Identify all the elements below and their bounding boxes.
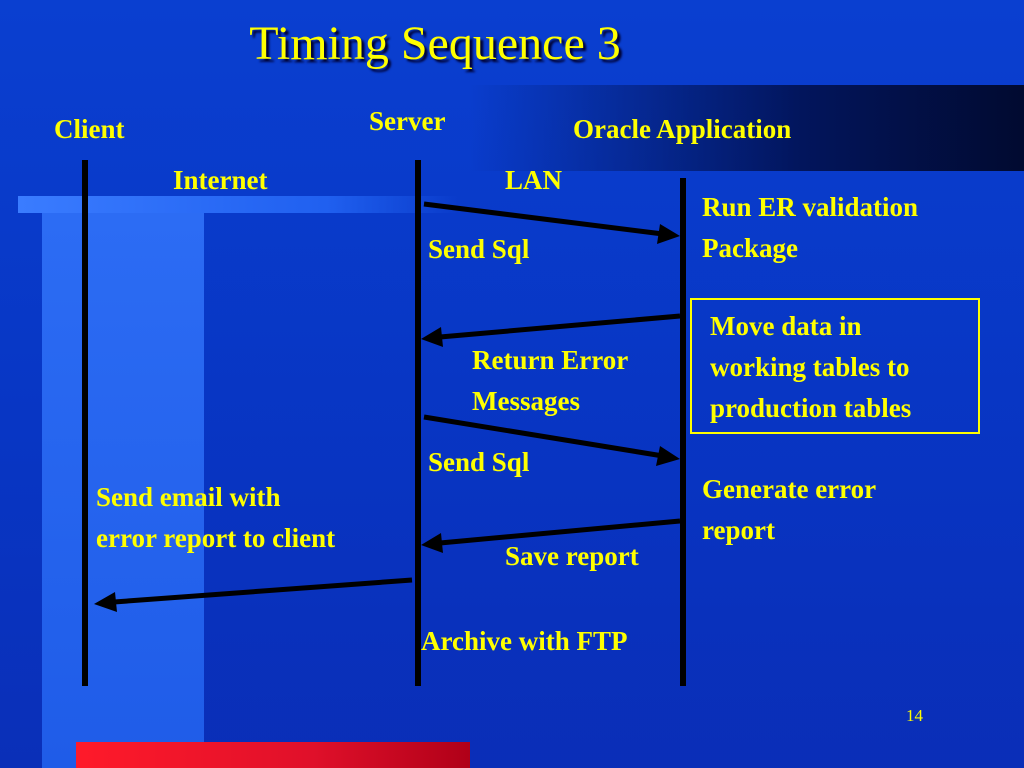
arrow-send-sql-2: [423, 414, 680, 466]
slide-title: Timing Sequence 3: [249, 17, 621, 70]
message-send-email: Send email with error report to client: [96, 477, 335, 559]
note-move-data-box: [690, 298, 980, 434]
note-run-er: Run ER validation Package: [702, 187, 918, 269]
accent-red-bar: [76, 742, 470, 768]
message-send-email-line-1: Send email with: [96, 482, 281, 512]
background-dark-band: [470, 85, 1024, 171]
arrow-save-report: [421, 518, 681, 553]
message-send-sql-2: Send Sql: [428, 447, 530, 477]
message-return-errors-line-2: Messages: [472, 386, 580, 416]
note-move-data: Move data in working tables to productio…: [710, 306, 911, 429]
arrow-send-email: [94, 577, 413, 612]
lane-server-label: Server: [369, 106, 446, 136]
note-move-data-line-1: Move data in: [710, 311, 862, 341]
note-run-er-line-1: Run ER validation: [702, 192, 919, 222]
message-return-errors-line-1: Return Error: [472, 345, 629, 375]
note-run-er-line-2: Package: [702, 233, 798, 263]
note-move-data-line-3: production tables: [710, 393, 912, 423]
lane-client-label: Client: [54, 114, 125, 144]
background-shade: [204, 212, 1024, 768]
arrow-send-sql-1: [423, 201, 680, 244]
message-archive-ftp: Archive with FTP: [421, 626, 628, 656]
message-return-errors: Return Error Messages: [472, 340, 628, 422]
background-vertical-band: [42, 212, 204, 768]
arrow-return-errors: [421, 313, 681, 347]
note-move-data-line-2: working tables to: [710, 352, 910, 382]
lane-oracle-label: Oracle Application: [573, 114, 792, 144]
page-number: 14: [906, 706, 923, 725]
background-light-band: [18, 196, 458, 213]
note-generate-error: Generate error report: [702, 469, 876, 551]
message-send-sql-1: Send Sql: [428, 234, 530, 264]
note-generate-error-line-1: Generate error: [702, 474, 877, 504]
message-save-report: Save report: [505, 541, 639, 571]
link-internet-label: Internet: [173, 165, 268, 195]
link-lan-label: LAN: [505, 165, 563, 195]
note-generate-error-line-2: report: [702, 515, 775, 545]
message-send-email-line-2: error report to client: [96, 523, 336, 553]
